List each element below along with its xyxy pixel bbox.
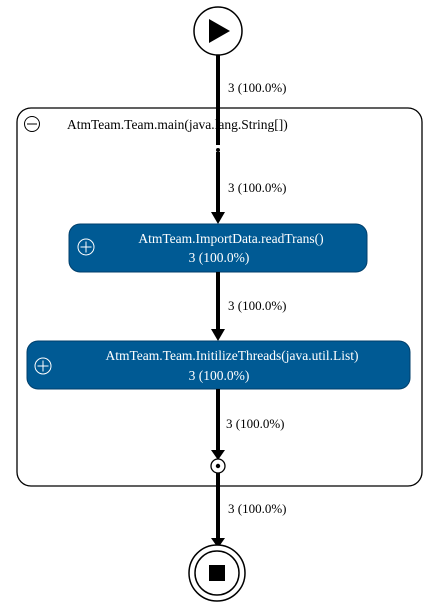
node-readTrans[interactable]: AtmTeam.ImportData.readTrans() 3 (100.0%… bbox=[68, 223, 368, 273]
node-initThreads[interactable]: AtmTeam.Team.InitilizeThreads(java.util.… bbox=[26, 340, 411, 390]
group-exit-point bbox=[210, 458, 226, 474]
group-entry-point bbox=[216, 148, 220, 152]
edge-label: 3 (100.0%) bbox=[228, 80, 287, 95]
expand-plus-icon[interactable] bbox=[34, 357, 52, 375]
edge-label: 3 (100.0%) bbox=[228, 501, 287, 516]
edge-label: 3 (100.0%) bbox=[228, 298, 287, 313]
node-title: AtmTeam.Team.InitilizeThreads(java.util.… bbox=[105, 348, 358, 363]
node-count: 3 (100.0%) bbox=[189, 368, 250, 383]
stop-icon bbox=[209, 565, 225, 581]
edge-initThreads-to-group-exit: 3 (100.0%) bbox=[211, 389, 285, 460]
collapse-minus-icon[interactable] bbox=[24, 116, 40, 132]
expand-plus-icon[interactable] bbox=[77, 238, 95, 256]
end-node[interactable] bbox=[188, 544, 246, 602]
edge-group-to-end: 3 (100.0%) bbox=[211, 473, 287, 548]
edge-label: 3 (100.0%) bbox=[228, 180, 287, 195]
edge-group-to-readTrans: 3 (100.0%) bbox=[211, 152, 287, 224]
edge-readTrans-to-initThreads: 3 (100.0%) bbox=[211, 272, 287, 341]
node-count: 3 (100.0%) bbox=[189, 250, 250, 265]
edge-label: 3 (100.0%) bbox=[226, 416, 285, 431]
node-title: AtmTeam.ImportData.readTrans() bbox=[138, 231, 323, 246]
start-node[interactable] bbox=[193, 6, 243, 56]
group-title: AtmTeam.Team.main(java.lang.String[]) bbox=[67, 117, 288, 132]
play-icon bbox=[209, 19, 230, 43]
edge-start-to-group: 3 (100.0%) bbox=[216, 55, 287, 145]
